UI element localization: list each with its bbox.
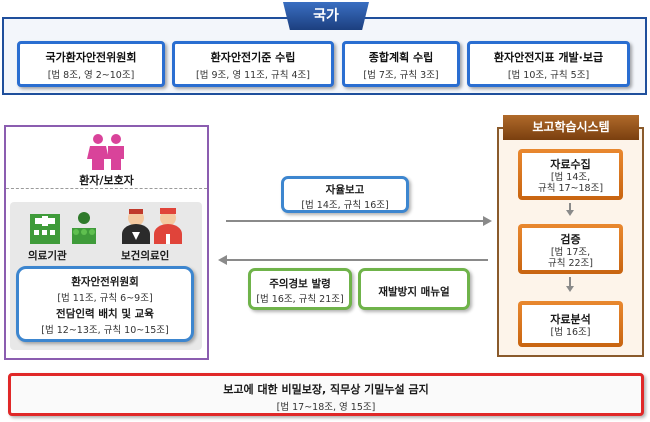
national-box-title: 환자안전기준 수립 [210, 51, 296, 64]
national-box-title: 국가환자안전위원회 [45, 51, 137, 64]
healthcare-staff-icon [122, 208, 182, 244]
report-arrow-line [226, 220, 484, 222]
alert-sub: [법 16조, 규칙 21조] [256, 294, 344, 305]
step-verification: 검증 [법 17조, 규칙 22조] [518, 224, 623, 274]
national-box-plan: 종합계획 수립 [법 7조, 규칙 3조] [342, 41, 460, 87]
national-box-title: 종합계획 수립 [368, 51, 434, 64]
prevention-manual-box: 재발방지 매뉴얼 [358, 268, 470, 310]
feedback-arrow-line [226, 259, 488, 261]
voluntary-report-title: 자율보고 [325, 184, 365, 196]
step-sub: [법 17조, [550, 247, 591, 258]
step-title: 검증 [560, 233, 581, 246]
national-box-indicators: 환자안전지표 개발·보급 [법 10조, 규칙 5조] [467, 41, 630, 87]
committee-title: 환자안전위원회 [71, 276, 139, 288]
alert-box: 주의경보 발령 [법 16조, 규칙 21조] [248, 268, 352, 310]
national-box-standards: 환자안전기준 수립 [법 9조, 영 11조, 규칙 4조] [172, 41, 334, 87]
national-box-sub: [법 9조, 영 11조, 규칙 4조] [196, 70, 310, 81]
patient-divider [6, 188, 207, 189]
manual-title: 재발방지 매뉴얼 [378, 286, 450, 298]
patient-family-icon [87, 134, 124, 170]
step-connector [569, 203, 571, 211]
national-box-sub: [법 7조, 규칙 3조] [363, 70, 439, 81]
national-box-committee: 국가환자안전위원회 [법 8조, 영 2~10조] [17, 41, 165, 87]
voluntary-report-box: 자율보고 [법 14조, 규칙 16조] [281, 176, 409, 213]
feedback-arrow-head [218, 255, 227, 265]
confidentiality-sub: [법 17~18조, 영 15조] [276, 402, 376, 413]
national-box-title: 환자안전지표 개발·보급 [493, 51, 604, 64]
step-data-collection: 자료수집 [법 14조, 규칙 17~18조] [518, 149, 623, 200]
step-sub: [법 16조] [550, 327, 591, 338]
step-sub: 규칙 22조] [547, 258, 594, 269]
hospital-icon [30, 212, 96, 244]
patient-label: 환자/보호자 [79, 174, 134, 187]
institution-committee-box: 환자안전위원회 [법 11조, 규칙 6~9조] 전담인력 배치 및 교육 [법… [16, 266, 194, 342]
national-tab: 국가 [283, 2, 369, 30]
report-arrow-head [483, 216, 492, 226]
national-box-sub: [법 8조, 영 2~10조] [47, 70, 135, 81]
institution-label: 의료기관 [28, 250, 67, 262]
step-title: 자료분석 [550, 313, 591, 326]
down-arrow-icon [566, 210, 574, 216]
step-sub: 규칙 17~18조] [537, 183, 604, 194]
reporting-system-tab: 보고학습시스템 [503, 115, 639, 140]
alert-title: 주의경보 발령 [269, 278, 331, 290]
confidentiality-bar: 보고에 대한 비밀보장, 직무상 기밀누설 금지 [법 17~18조, 영 15… [8, 373, 644, 416]
staff-label: 보건의료인 [121, 250, 170, 262]
national-box-sub: [법 10조, 규칙 5조] [507, 70, 590, 81]
committee-sub: [법 11조, 규칙 6~9조] [57, 293, 153, 304]
step-connector [569, 277, 571, 287]
step-title: 자료수집 [550, 158, 591, 171]
down-arrow-icon [566, 286, 574, 292]
step-analysis: 자료분석 [법 16조] [518, 301, 623, 347]
voluntary-report-sub: [법 14조, 규칙 16조] [301, 200, 389, 211]
staffing-sub: [법 12~13조, 규칙 10~15조] [41, 325, 169, 336]
confidentiality-title: 보고에 대한 비밀보장, 직무상 기밀누설 금지 [223, 383, 429, 396]
staffing-title: 전담인력 배치 및 교육 [56, 308, 154, 320]
step-sub: [법 14조, [550, 172, 591, 183]
